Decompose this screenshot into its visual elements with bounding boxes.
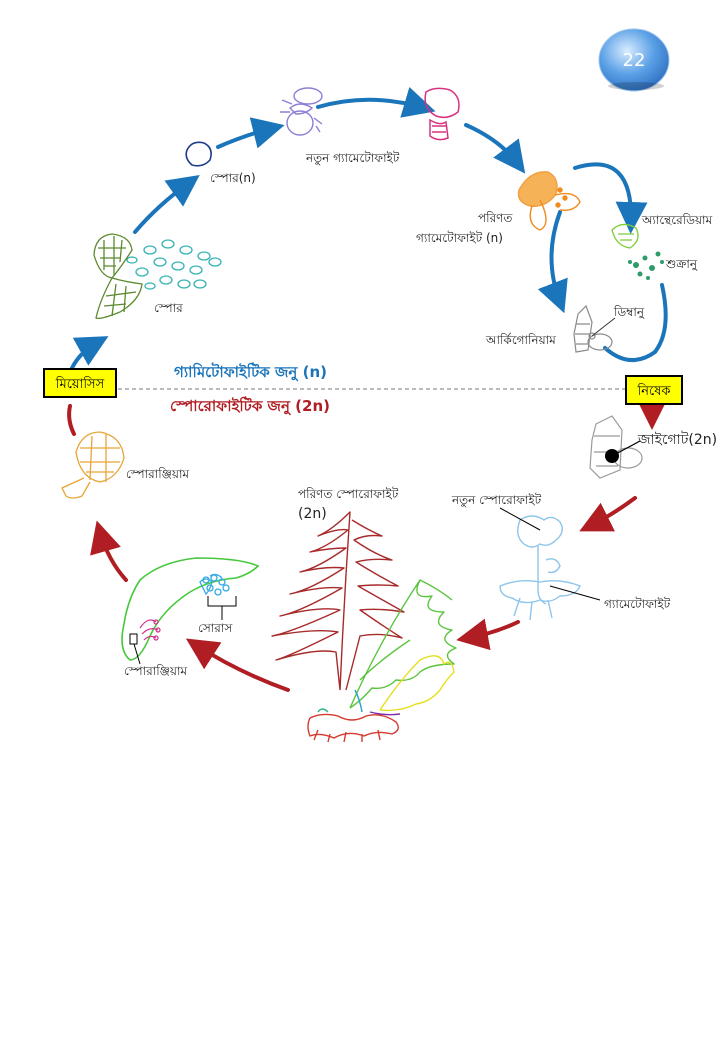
label-spore: স্পোর [154, 301, 183, 315]
spore-illustration [185, 141, 212, 167]
label-sorus: সোরাস [198, 621, 233, 635]
gametophyte-arrows [70, 86, 668, 370]
antheridium-illustration [611, 223, 639, 249]
sporophytic-generation-label: স্পোরোফাইটিক জনু (2n) [170, 396, 330, 415]
arrow-sporangium-to-meiosis [67, 404, 76, 436]
arrow-sorus-to-sporangium [90, 520, 128, 582]
sporophyte-arrows [67, 398, 668, 692]
arrow-new-to-mature-sporophyte [456, 618, 520, 651]
fertilization-box: নিষেক [625, 375, 683, 405]
dehiscing-sporangium-illustration [93, 233, 143, 320]
arrow-mature-to-antheridium [573, 162, 648, 234]
zygote-illustration [589, 415, 643, 479]
label-mature-gametophyte-line2: গ্যামেটোফাইট (n) [416, 231, 503, 245]
label-sperm: শুক্রানু [665, 257, 698, 272]
new-sporophyte-illustration [499, 515, 581, 621]
arrow-mature-sporophyte-to-sorus [185, 638, 290, 692]
arrow-spore-to-young-gametophyte [216, 117, 285, 149]
arrow-mature-to-archegonium [537, 210, 568, 314]
arrow-young-to-new-gametophyte [316, 86, 436, 118]
green-frond [349, 579, 457, 709]
pinnule-with-sori-illustration [121, 557, 260, 661]
label-antheridium: অ্যান্থেরেডিয়াম [641, 213, 712, 227]
label-sporangium-bottom: স্পোরাঞ্জিয়াম [124, 664, 187, 678]
label-archegonium: আর্কিগোনিয়াম [485, 333, 556, 347]
meiosis-box: মিয়োসিস [43, 368, 117, 398]
new-sporophyte-pointer [499, 507, 541, 531]
label-mature-sporophyte-line2: (2n) [298, 506, 327, 522]
label-gametophyte: গ্যামেটোফাইট [604, 597, 671, 611]
arrow-sperm-to-fertilization [603, 283, 668, 362]
page-number-badge: 22 [598, 28, 670, 92]
arrow-meiosis-to-spores [70, 336, 109, 370]
sperm-illustration [628, 251, 664, 280]
sporangium-top-illustration [61, 431, 125, 499]
gametophyte-pointer [549, 585, 601, 601]
arrow-new-to-mature-gametophyte [464, 123, 526, 174]
meiosis-box-label: মিয়োসিস [55, 376, 105, 392]
yellow-frond [379, 655, 455, 712]
label-zygote: জাইগোট(2n) [637, 431, 717, 448]
archegonium-illustration [573, 304, 613, 353]
gametophytic-generation-label: গ্যামিটোফাইটিক জনু (n) [174, 362, 327, 381]
arrow-zygote-to-new-sporophyte [579, 496, 637, 532]
zygote-pointer [611, 440, 641, 457]
arrow-spores-to-spore [133, 174, 200, 234]
label-sporangium-top: স্পোরাঞ্জিয়াম [126, 467, 189, 481]
spores-cluster-illustration [126, 239, 222, 290]
mature-gametophyte-illustration [517, 171, 581, 231]
label-new-gametophyte: নতুন গ্যামেটোফাইট [305, 151, 400, 166]
rhizome [307, 713, 399, 739]
sorus-bracket [207, 596, 237, 620]
sporangium-marker-box [129, 633, 138, 645]
label-mature-gametophyte-line1: পরিণত [478, 211, 513, 225]
label-mature-sporophyte-line1: পরিণত স্পোরোফাইট [298, 487, 399, 501]
mature-sporophyte-illustration [271, 511, 457, 743]
fertilization-box-label: নিষেক [637, 383, 672, 399]
page-number: 22 [623, 50, 646, 71]
egg-pointer [591, 317, 616, 337]
sori-illustration [199, 573, 230, 596]
red-frond [271, 511, 351, 691]
label-spore-n: স্পোর(n) [210, 171, 256, 185]
sporangium-bottom-pointer [133, 643, 141, 665]
sporangia-cluster-illustration [139, 619, 161, 641]
new-gametophyte-illustration [424, 87, 460, 141]
label-egg: ডিম্বানু [613, 305, 645, 320]
label-new-sporophyte: নতুন স্পোরোফাইট [451, 493, 542, 508]
young-gametophyte-illustration [280, 87, 323, 136]
